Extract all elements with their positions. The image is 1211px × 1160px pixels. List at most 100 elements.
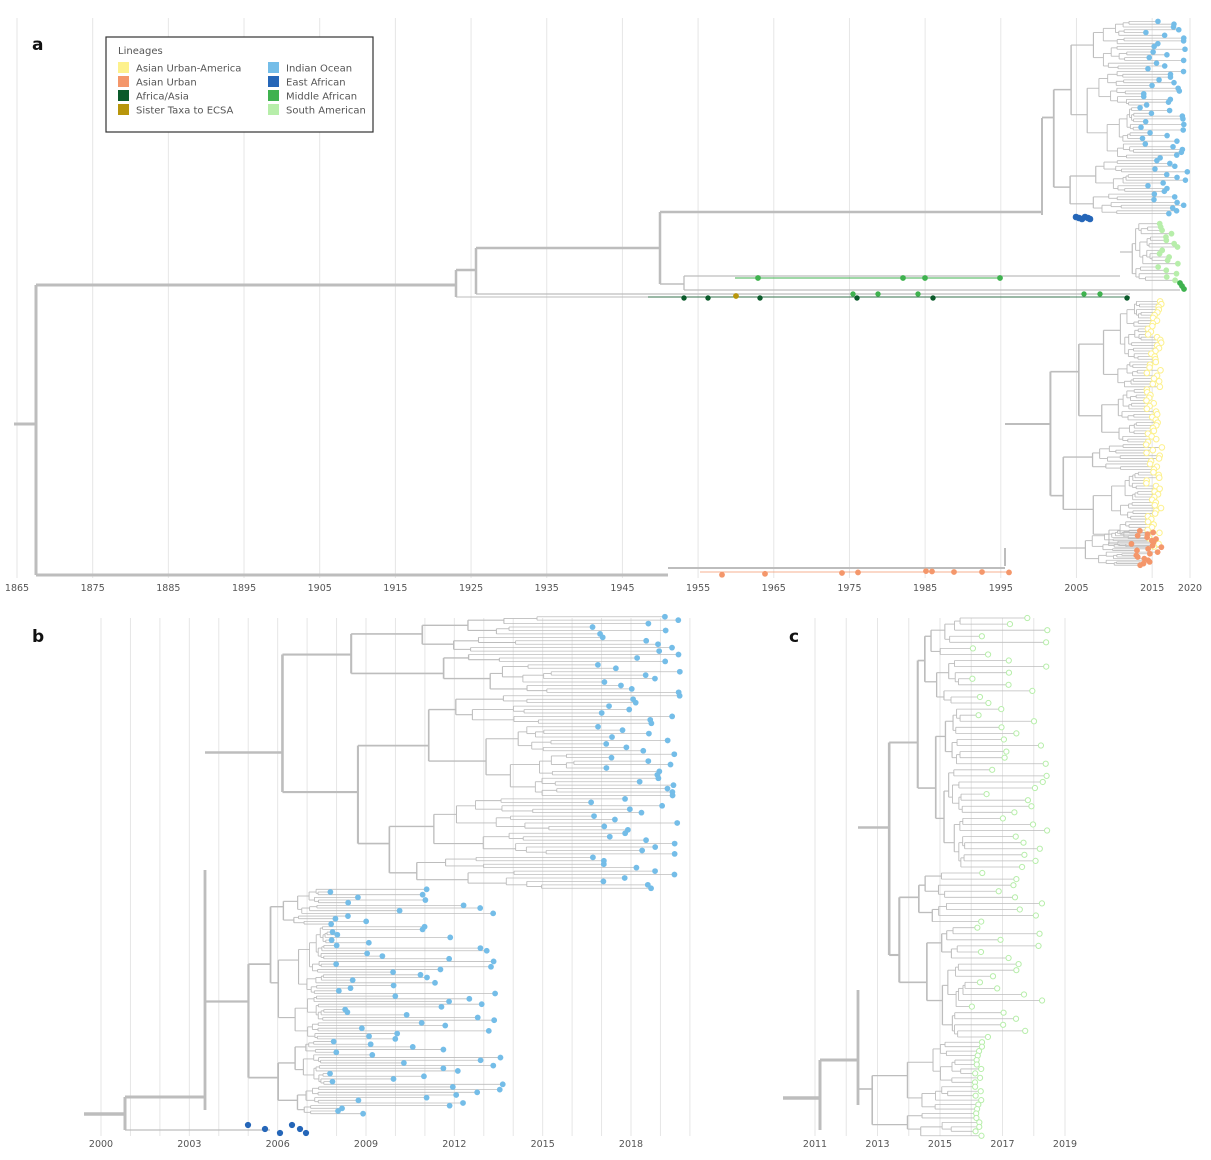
tip-point bbox=[733, 293, 739, 299]
tip-point bbox=[755, 275, 761, 281]
tip-point bbox=[1146, 460, 1154, 468]
tip-point bbox=[929, 568, 935, 575]
tip-point bbox=[667, 761, 674, 768]
tip-point bbox=[296, 1125, 304, 1133]
tip-point bbox=[1145, 65, 1151, 72]
tip-point bbox=[442, 1022, 449, 1029]
tip-point bbox=[648, 720, 655, 727]
tip-point bbox=[1124, 295, 1130, 301]
legend-label: Sister Taxa to ECSA bbox=[136, 106, 234, 117]
legend-label: Indian Ocean bbox=[286, 64, 352, 75]
tip-point bbox=[1155, 40, 1161, 47]
tip-point bbox=[839, 570, 845, 576]
tip-point bbox=[1151, 191, 1158, 197]
tip-point bbox=[648, 885, 654, 892]
tip-point bbox=[1043, 663, 1050, 670]
tip-point bbox=[327, 889, 334, 895]
tip-point bbox=[1182, 46, 1188, 53]
tip-point bbox=[1171, 79, 1177, 86]
x-tick-label: 2005 bbox=[1064, 583, 1088, 594]
tip-point bbox=[1152, 166, 1158, 172]
tip-point bbox=[998, 724, 1005, 731]
tip-point bbox=[669, 792, 676, 799]
tip-point bbox=[671, 840, 678, 847]
x-tick-label: 2018 bbox=[619, 1139, 643, 1150]
tip-point bbox=[951, 569, 957, 575]
tip-point bbox=[261, 1125, 269, 1133]
tip-point bbox=[1000, 1009, 1007, 1016]
tip-point bbox=[364, 950, 371, 957]
tip-point bbox=[477, 905, 484, 911]
tip-point bbox=[1006, 569, 1012, 576]
tip-point bbox=[976, 1074, 984, 1081]
legend-label: Asian Urban bbox=[136, 78, 197, 89]
tip-point bbox=[1042, 760, 1049, 767]
tip-point bbox=[390, 982, 397, 989]
legend-swatch bbox=[118, 104, 129, 115]
tip-point bbox=[619, 727, 626, 734]
tip-point bbox=[347, 985, 354, 992]
tip-point bbox=[1000, 1021, 1007, 1028]
tip-point bbox=[972, 1092, 979, 1099]
tip-point bbox=[1172, 163, 1178, 170]
tip-point bbox=[330, 1038, 337, 1045]
tip-point bbox=[599, 634, 606, 641]
x-tick-label: 1975 bbox=[837, 583, 861, 594]
tip-point bbox=[432, 979, 438, 986]
tip-point bbox=[1174, 199, 1180, 206]
tip-point bbox=[645, 730, 652, 737]
tip-point bbox=[288, 1121, 296, 1129]
tip-point bbox=[360, 1110, 366, 1117]
tip-point bbox=[1012, 1015, 1020, 1022]
tip-point bbox=[335, 987, 342, 994]
tip-point bbox=[1157, 366, 1164, 374]
tip-point bbox=[1044, 627, 1051, 634]
tip-point bbox=[855, 569, 861, 576]
tip-point bbox=[332, 915, 339, 922]
tip-point bbox=[1168, 230, 1175, 237]
tip-point bbox=[440, 1046, 447, 1053]
legend-swatch bbox=[268, 104, 279, 115]
tip-point bbox=[1143, 397, 1150, 404]
tip-point bbox=[1011, 809, 1018, 816]
tip-point bbox=[1134, 532, 1141, 539]
panel-c-tips bbox=[968, 614, 1051, 1139]
tip-point bbox=[669, 713, 676, 720]
tip-point bbox=[1150, 529, 1157, 536]
tip-point bbox=[1015, 961, 1022, 968]
tip-point bbox=[972, 1083, 979, 1090]
tip-point bbox=[1018, 863, 1026, 871]
tip-point bbox=[1155, 377, 1163, 385]
panel-a-label: a bbox=[32, 35, 43, 55]
tip-point bbox=[601, 823, 608, 830]
tip-point bbox=[590, 854, 596, 861]
tip-point bbox=[1164, 52, 1170, 58]
x-tick-label: 1945 bbox=[610, 583, 634, 594]
tip-point bbox=[440, 1065, 447, 1072]
tip-point bbox=[978, 1132, 985, 1139]
tip-point bbox=[1150, 427, 1158, 435]
legend-swatch bbox=[268, 62, 279, 73]
tip-point bbox=[676, 692, 683, 699]
tip-point bbox=[1180, 68, 1187, 75]
tip-point bbox=[392, 1035, 399, 1042]
tip-point bbox=[1147, 130, 1153, 136]
tip-point bbox=[622, 830, 629, 837]
tip-point bbox=[1043, 827, 1051, 834]
tip-point bbox=[652, 675, 658, 682]
tip-point bbox=[1144, 518, 1152, 526]
tip-point bbox=[671, 751, 678, 758]
tip-point bbox=[417, 971, 424, 978]
tip-point bbox=[643, 837, 649, 844]
tip-point bbox=[345, 899, 352, 906]
tip-point bbox=[1146, 54, 1153, 61]
panel-c-grid bbox=[814, 618, 1066, 1136]
tip-point bbox=[1155, 474, 1163, 482]
tip-point bbox=[1153, 60, 1160, 66]
tip-point bbox=[1159, 227, 1165, 234]
tip-point bbox=[669, 644, 675, 651]
